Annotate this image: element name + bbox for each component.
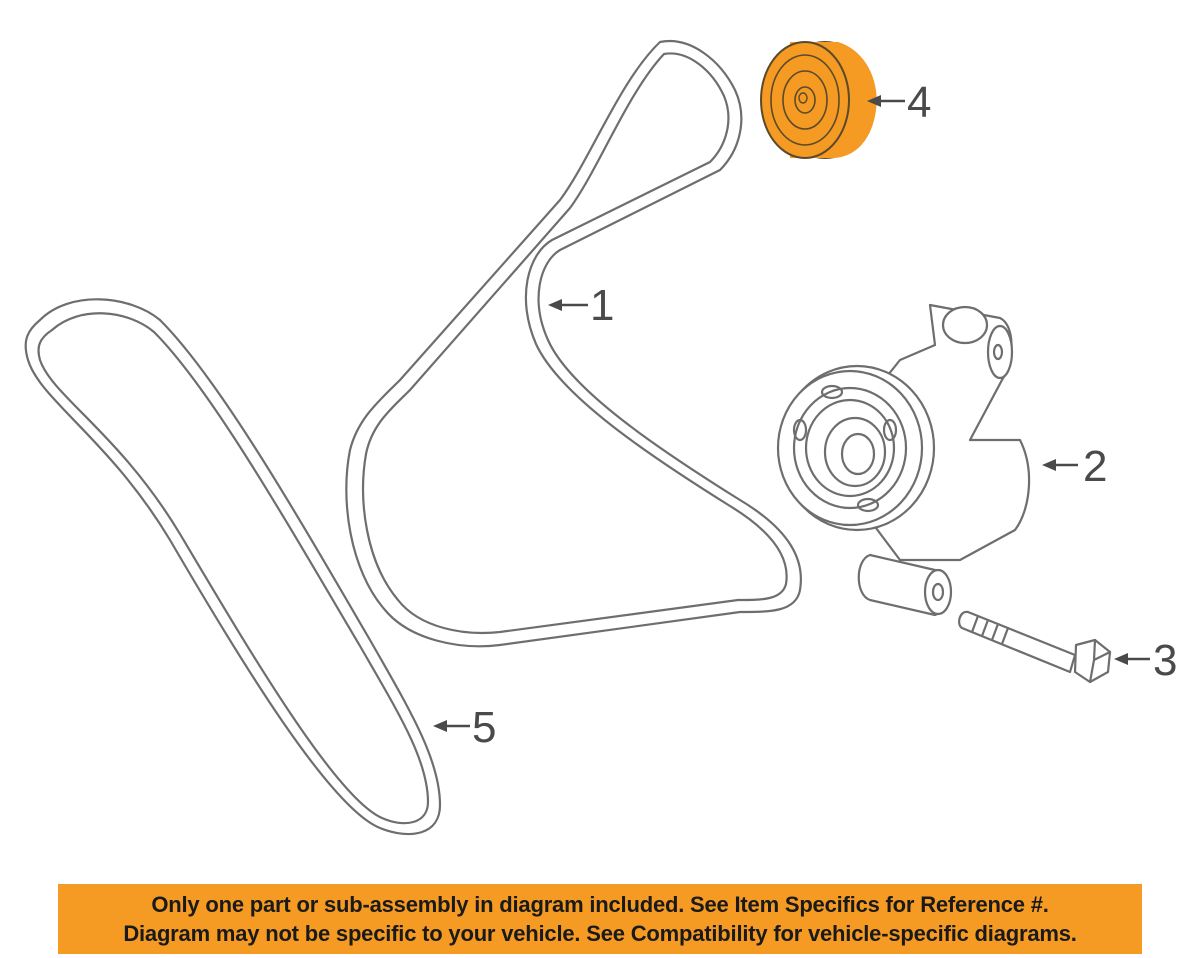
parts-diagram: 1 2 3 4 5 — [24, 39, 1177, 836]
disclaimer-line-1: Only one part or sub-assembly in diagram… — [151, 892, 1049, 917]
callout-2: 2 — [1083, 442, 1107, 491]
callout-1: 1 — [590, 281, 614, 330]
callout-3: 3 — [1153, 636, 1177, 685]
callout-4: 4 — [907, 78, 931, 127]
bolt — [958, 610, 1112, 684]
disclaimer-banner: Only one part or sub-assembly in diagram… — [58, 884, 1142, 954]
belt-lower — [24, 298, 442, 836]
idler-pulley — [760, 41, 877, 159]
tensioner-assembly — [776, 303, 1031, 617]
callout-leaders — [433, 95, 1150, 732]
callout-5: 5 — [472, 703, 496, 752]
belt-upper — [345, 39, 802, 648]
disclaimer-line-2: Diagram may not be specific to your vehi… — [123, 921, 1077, 946]
